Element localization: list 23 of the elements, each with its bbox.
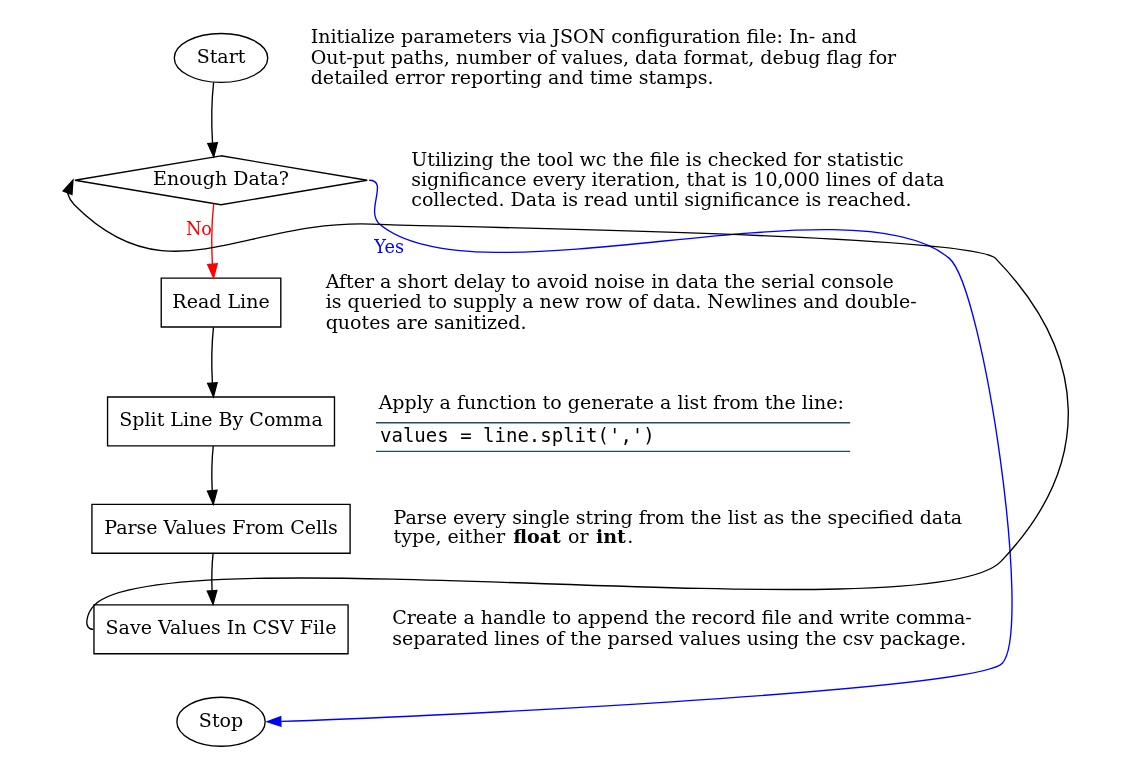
node-label: Apply a function to generate a list from the line: — [378, 391, 844, 414]
node-label: values = line.split(',') — [379, 424, 655, 447]
node-label: Initialize parameters via JSON configuration file: In- and Out-put paths, number of values, data format, debug flag for detailed error reporting and time stamps. — [310, 25, 896, 89]
arrow — [206, 445, 218, 507]
node-box: Split Line By Comma — [106, 396, 335, 447]
node-box: Read Line — [160, 277, 281, 328]
arrow — [264, 179, 1013, 728]
edge-label: No — [185, 219, 212, 240]
node-ellipse: Stop — [175, 696, 266, 747]
node-label: Utilizing the tool wc the file is checked for statistic significance every iteration, that is 10,000 lines of data collected. Data is read until significance is reached. — [410, 147, 944, 211]
arrow — [206, 326, 218, 399]
node-label: Parse every single string from the list as the specified data type, either float or int. — [393, 505, 962, 547]
node-label: Create a handle to append the record file and write comma-separated lines of the parsed values using the csv package. — [391, 606, 972, 649]
node-box: Save Values In CSV File — [92, 604, 349, 655]
arrow — [61, 178, 1069, 630]
node-ellipse: Start — [173, 32, 268, 84]
arrow — [206, 81, 218, 159]
node-diamond: Enough Data? — [73, 155, 368, 206]
node-label: After a short delay to avoid noise in data the serial console is queried to supply a new row of data. Newlines and double-quotes are sanitized. — [325, 269, 917, 333]
node-box: Parse Values From Cells — [90, 503, 351, 554]
arrow — [206, 202, 218, 280]
edge-label: Yes — [373, 236, 404, 257]
arrow — [205, 552, 218, 607]
